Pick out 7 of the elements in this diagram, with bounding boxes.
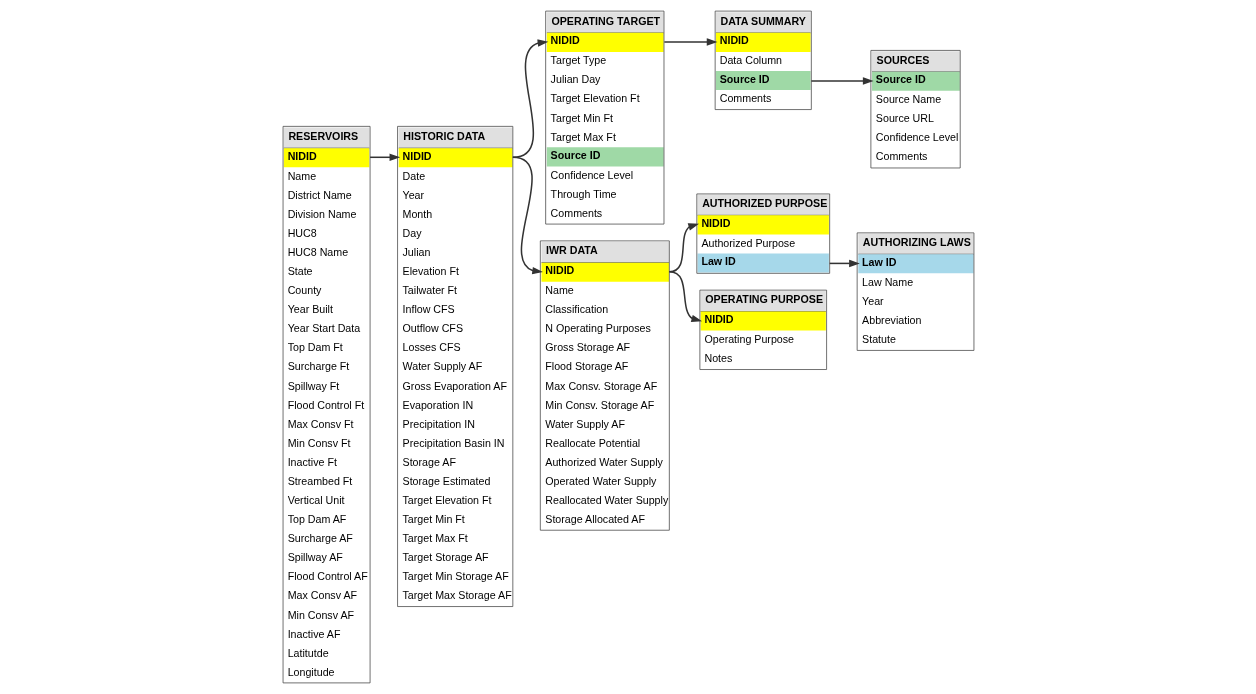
arrow: [368, 153, 400, 162]
arrow: [511, 156, 543, 275]
arrow: [663, 38, 717, 46]
arrow: [511, 39, 548, 159]
arrow: [828, 259, 860, 268]
arrow: [810, 77, 874, 85]
arrow: [668, 271, 702, 323]
